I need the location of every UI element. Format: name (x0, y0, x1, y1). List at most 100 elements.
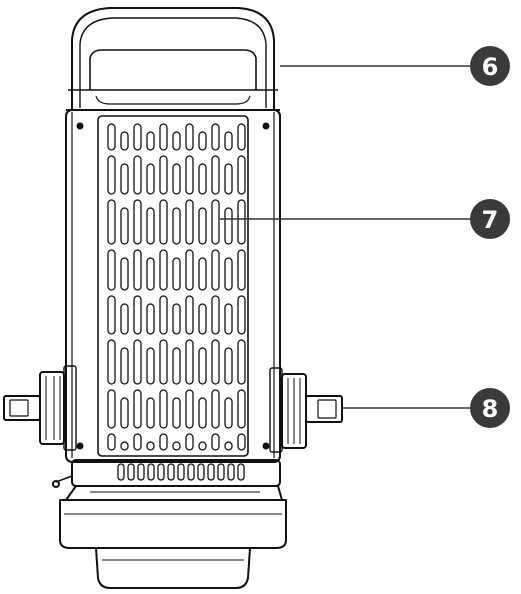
vent-slot (133, 123, 142, 151)
vent-slot (146, 257, 155, 291)
bottom-vent-slot (217, 463, 225, 481)
vent-slot (185, 155, 194, 195)
vent-slot (185, 433, 194, 451)
vent-slot (185, 249, 194, 291)
bottom-vent-slot (137, 463, 145, 481)
vent-slot (120, 163, 129, 195)
housing (65, 109, 281, 463)
vent-slot (224, 207, 233, 245)
vent-slot (198, 441, 207, 451)
vent-slot (146, 347, 155, 385)
vent-slot (159, 199, 168, 245)
vent-slot (133, 433, 142, 451)
vent-slot (146, 131, 155, 151)
vent-slot (159, 155, 168, 195)
vent-slot (224, 303, 233, 335)
vent-slot (185, 295, 194, 335)
vent-slot (185, 123, 194, 151)
callout-8-label: 8 (482, 395, 499, 423)
vent-slot (237, 199, 246, 245)
bottom-vent-slot (167, 463, 175, 481)
vent-slot (172, 441, 181, 451)
vent-slot (237, 339, 246, 385)
vent-slot (146, 397, 155, 429)
vent-slot (224, 397, 233, 429)
vent-slot (120, 397, 129, 429)
vent-slot (159, 295, 168, 335)
vent-slot (120, 347, 129, 385)
vent-slot (211, 199, 220, 245)
vent-slot (198, 163, 207, 195)
vent-slot (211, 389, 220, 429)
vent-slot (146, 207, 155, 245)
base (59, 485, 287, 589)
vent-slot (133, 339, 142, 385)
vent-slot (133, 389, 142, 429)
vent-slot (237, 249, 246, 291)
vent-slot (237, 389, 246, 429)
vent-slot (211, 249, 220, 291)
vent-slot (120, 303, 129, 335)
callout-8: 8 (342, 388, 510, 428)
vent-slot (172, 347, 181, 385)
vent-slot (237, 433, 246, 451)
vent-slot (159, 249, 168, 291)
vent-slot (211, 295, 220, 335)
vent-slot (107, 339, 116, 385)
bottom-vent-slot (117, 463, 125, 481)
bottom-vent-slot (207, 463, 215, 481)
bottom-vent-slot (237, 463, 245, 481)
vent-slot (172, 163, 181, 195)
vent-slot (237, 155, 246, 195)
vent-slot (133, 249, 142, 291)
vent-slot (107, 199, 116, 245)
vent-slot (172, 207, 181, 245)
lower-vent-band (52, 459, 281, 488)
left-mounting-knob (3, 365, 77, 451)
vent-slot (133, 155, 142, 195)
vent-slot (224, 163, 233, 195)
vent-slot (120, 207, 129, 245)
vent-slot (185, 389, 194, 429)
callout-7-label: 7 (482, 206, 499, 234)
vent-slot (107, 249, 116, 291)
vent-slot (107, 389, 116, 429)
vent-slot (237, 295, 246, 335)
vent-slot (211, 339, 220, 385)
vent-slot (198, 257, 207, 291)
vent-slot (198, 397, 207, 429)
vent-slot (172, 397, 181, 429)
vent-slot (159, 123, 168, 151)
vent-slot (211, 433, 220, 451)
vent-slot (159, 339, 168, 385)
right-mounting-knob (269, 367, 343, 453)
vent-slot (159, 389, 168, 429)
bottom-vent-slot (227, 463, 235, 481)
vent-slot (211, 123, 220, 151)
vent-slot (107, 295, 116, 335)
vent-slot (224, 131, 233, 151)
bottom-vent-slot (187, 463, 195, 481)
vent-slot (120, 131, 129, 151)
vent-slot (159, 433, 168, 451)
vent-slot (185, 199, 194, 245)
vent-slot (172, 303, 181, 335)
bottom-vent-slot (177, 463, 185, 481)
vent-slot (120, 257, 129, 291)
vent-slot (107, 433, 116, 451)
vent-slot (198, 131, 207, 151)
bottom-vent-slot (197, 463, 205, 481)
callout-6-label: 6 (482, 53, 499, 81)
vent-slot (133, 199, 142, 245)
vent-slot (107, 155, 116, 195)
vent-slot (107, 123, 116, 151)
ventilation-grille (107, 123, 246, 451)
bottom-vent-slot (127, 463, 135, 481)
vent-slot (198, 347, 207, 385)
vent-slot (172, 257, 181, 291)
vent-slot (224, 441, 233, 451)
vent-slot (172, 131, 181, 151)
vent-slot (224, 347, 233, 385)
vent-slot (185, 339, 194, 385)
